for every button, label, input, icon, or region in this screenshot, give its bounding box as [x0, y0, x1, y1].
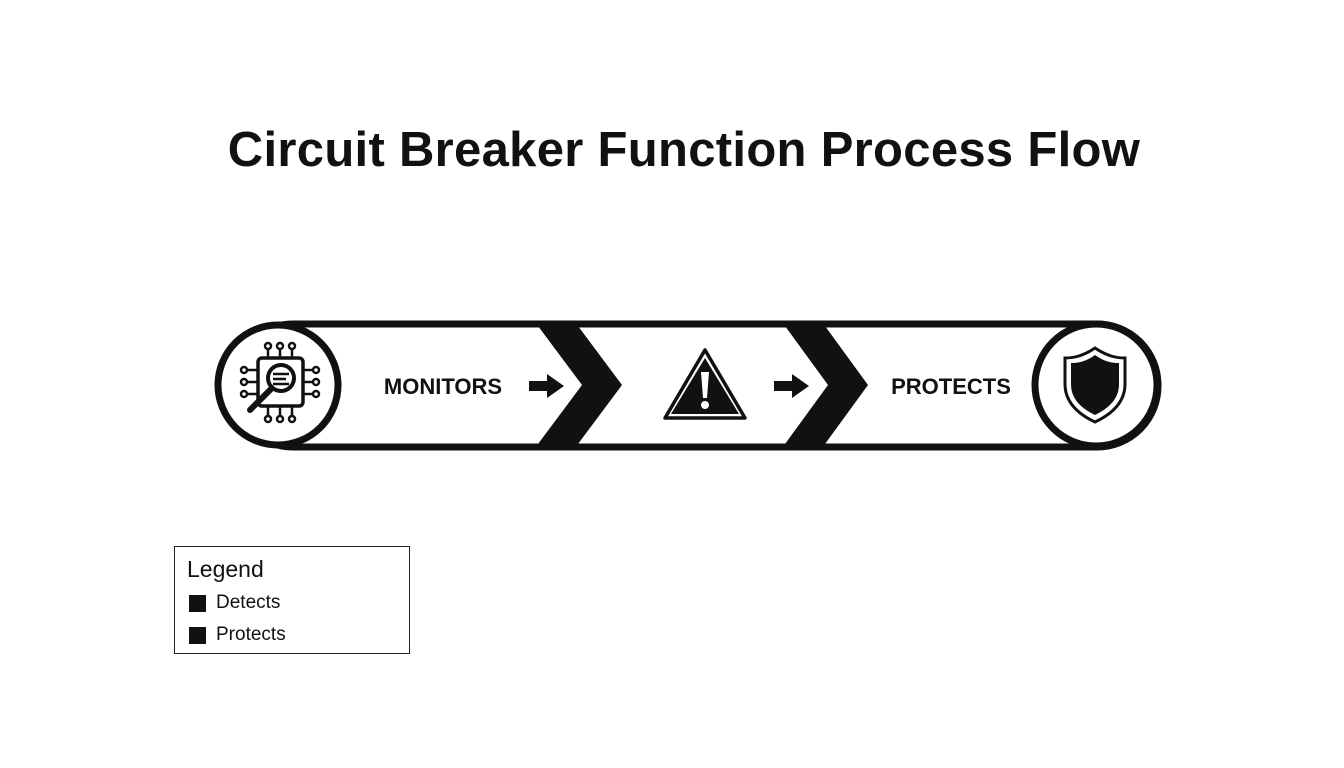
right-arrow-icon: [774, 374, 809, 398]
legend-title: Legend: [187, 556, 264, 582]
monitoring-chip-magnifier-icon: [214, 321, 342, 449]
legend-label: Protects: [216, 624, 286, 645]
step-label-protects: PROTECTS: [891, 374, 1011, 399]
warning-triangle-icon: [663, 348, 747, 420]
legend-swatch: [189, 594, 206, 612]
shield-icon: [1031, 320, 1161, 450]
legend-item-detects: Detects: [189, 592, 280, 614]
legend-label: Detects: [216, 592, 281, 613]
legend: Legend Detects Protects: [174, 546, 410, 654]
chevron-separator-1: [538, 326, 622, 444]
page-title: Circuit Breaker Function Process Flow: [227, 123, 1141, 177]
right-arrow-icon: [529, 374, 564, 398]
legend-swatch: [189, 626, 206, 644]
chevron-separator-2: [785, 326, 868, 444]
step-label-monitors: MONITORS: [384, 374, 502, 399]
legend-item-protects: Protects: [189, 624, 286, 646]
